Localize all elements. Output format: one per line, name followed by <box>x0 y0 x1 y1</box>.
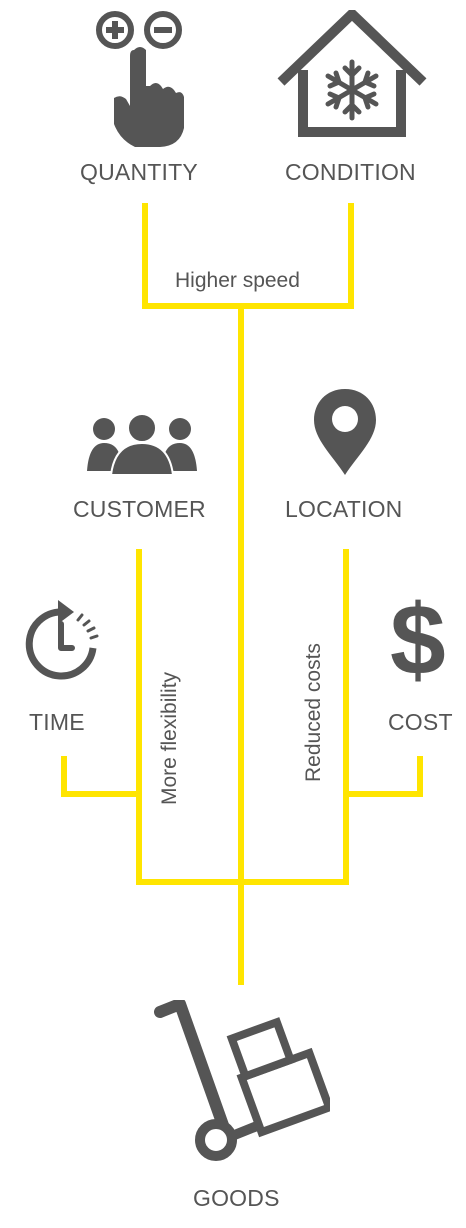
hand-plus-minus-icon <box>96 11 184 147</box>
stopwatch-icon <box>25 600 99 680</box>
dollar-sign-icon: $ <box>390 584 446 696</box>
quantity-label: QUANTITY <box>80 159 198 185</box>
cost-label: COST <box>388 709 453 735</box>
people-group-icon <box>87 413 197 475</box>
condition-label: CONDITION <box>285 159 416 185</box>
location-label: LOCATION <box>285 496 403 522</box>
hand-truck-icon <box>154 1000 330 1161</box>
top-bracket-line <box>142 203 354 309</box>
time-label: TIME <box>29 709 85 735</box>
more-flexibility-label: More flexibility <box>158 671 181 805</box>
map-pin-icon <box>314 389 376 475</box>
higher-speed-label: Higher speed <box>175 269 300 292</box>
goods-label: GOODS <box>193 1185 280 1211</box>
cost-branch-line <box>346 756 423 797</box>
time-branch-line <box>61 756 139 797</box>
reduced-costs-label: Reduced costs <box>302 643 325 782</box>
inner-bracket-line <box>136 549 349 885</box>
house-snowflake-icon <box>277 10 427 137</box>
customer-label: CUSTOMER <box>73 496 206 522</box>
